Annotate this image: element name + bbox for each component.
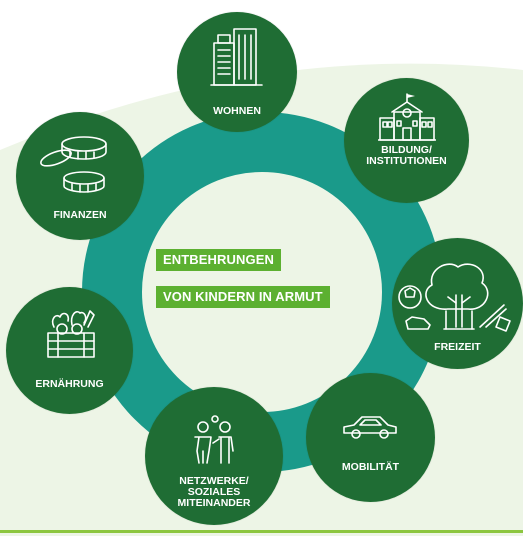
node-ernaehrung: ERNÄHRUNG (6, 287, 133, 414)
node-label-finanzen: FINANZEN (53, 209, 107, 221)
node-netzwerke: NETZWERKE/ SOZIALES MITEINANDER (145, 387, 283, 525)
node-label-freizeit: FREIZEIT (434, 341, 481, 353)
people-icon (194, 415, 234, 464)
node-label-bildung: BILDUNG/ INSTITUTIONEN (366, 144, 447, 167)
leisure-icon (398, 263, 511, 332)
node-label-netzwerke: NETZWERKE/ SOZIALES MITEINANDER (177, 475, 251, 509)
node-label-ernaehrung: ERNÄHRUNG (35, 378, 104, 390)
vegetable-crate-icon (47, 310, 95, 358)
node-label-wohnen: WOHNEN (213, 105, 261, 117)
node-finanzen: FINANZEN (16, 112, 144, 240)
school-icon (378, 93, 436, 141)
center-title-line-1: ENTBEHRUNGEN (156, 249, 281, 271)
buildings-icon (210, 28, 263, 86)
bottom-divider (0, 530, 523, 533)
node-mobilitaet: MOBILITÄT (306, 373, 435, 502)
node-freizeit: FREIZEIT (392, 238, 523, 369)
car-icon (343, 416, 397, 439)
node-label-mobilitaet: MOBILITÄT (341, 461, 400, 473)
node-bildung: BILDUNG/ INSTITUTIONEN (344, 78, 469, 203)
center-title-line-2: VON KINDERN IN ARMUT (156, 286, 330, 308)
node-wohnen: WOHNEN (177, 12, 297, 132)
coins-icon (40, 136, 107, 193)
